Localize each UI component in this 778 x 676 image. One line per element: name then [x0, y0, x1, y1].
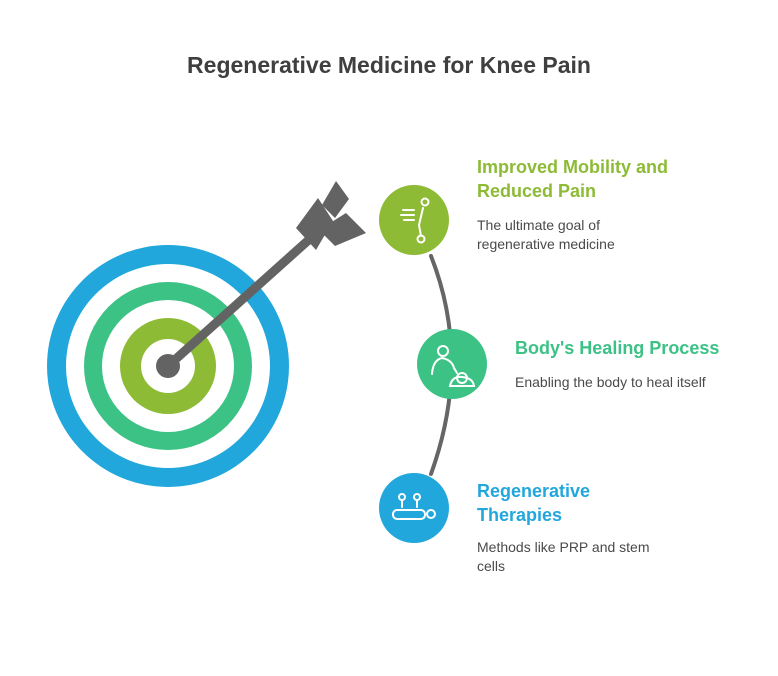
- page-title: Regenerative Medicine for Knee Pain: [187, 52, 591, 78]
- mobility-step-badge: [379, 185, 449, 255]
- healing-step-badge: [417, 329, 487, 399]
- healing-title: Body's Healing Process: [515, 338, 720, 358]
- healing-description: Enabling the body to heal itself: [515, 374, 706, 390]
- mobility-title: Improved Mobility and Reduced Pain: [477, 157, 669, 201]
- therapies-description: Methods like PRP and stem cells: [477, 539, 650, 574]
- person-healing-icon: [431, 345, 476, 387]
- therapies-step-badge: [379, 473, 449, 543]
- arrow-icon: [163, 181, 366, 371]
- therapies-title: Regenerative Therapies: [477, 481, 591, 525]
- walking-leg-icon: [400, 197, 430, 244]
- treatment-table-icon: [392, 493, 436, 520]
- mobility-description: The ultimate goal of regenerative medici…: [477, 217, 615, 252]
